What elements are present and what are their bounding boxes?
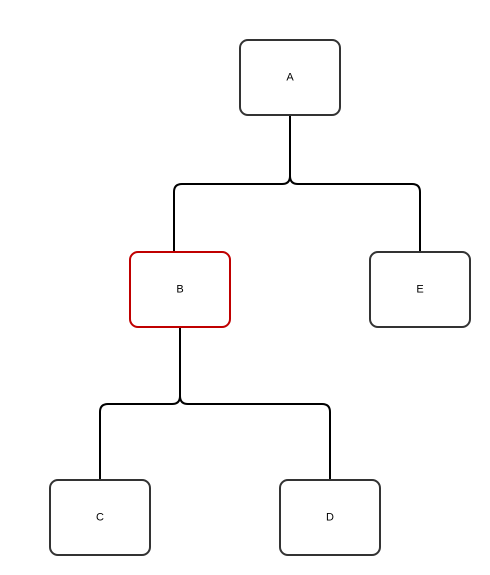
edges-layer	[99, 115, 421, 480]
node-a-label: A	[286, 72, 294, 84]
node-b-box[interactable]	[129, 251, 231, 328]
node-d-box[interactable]	[279, 479, 381, 556]
edge-a-b[interactable]	[173, 115, 291, 252]
node-c-label: C	[96, 512, 104, 524]
node-c[interactable]: C	[49, 479, 151, 556]
node-e-box[interactable]	[369, 251, 471, 328]
node-c-box[interactable]	[49, 479, 151, 556]
node-d[interactable]: D	[279, 479, 381, 556]
node-a[interactable]: A	[239, 39, 341, 116]
node-b-label: B	[176, 284, 183, 296]
node-d-label: D	[326, 512, 334, 524]
node-e[interactable]: E	[369, 251, 471, 328]
edge-b-c[interactable]	[99, 327, 181, 480]
node-a-box[interactable]	[239, 39, 341, 116]
edge-b-d[interactable]	[179, 327, 331, 480]
node-b[interactable]: B	[129, 251, 231, 328]
edge-a-e[interactable]	[289, 115, 421, 252]
node-e-label: E	[416, 284, 423, 296]
